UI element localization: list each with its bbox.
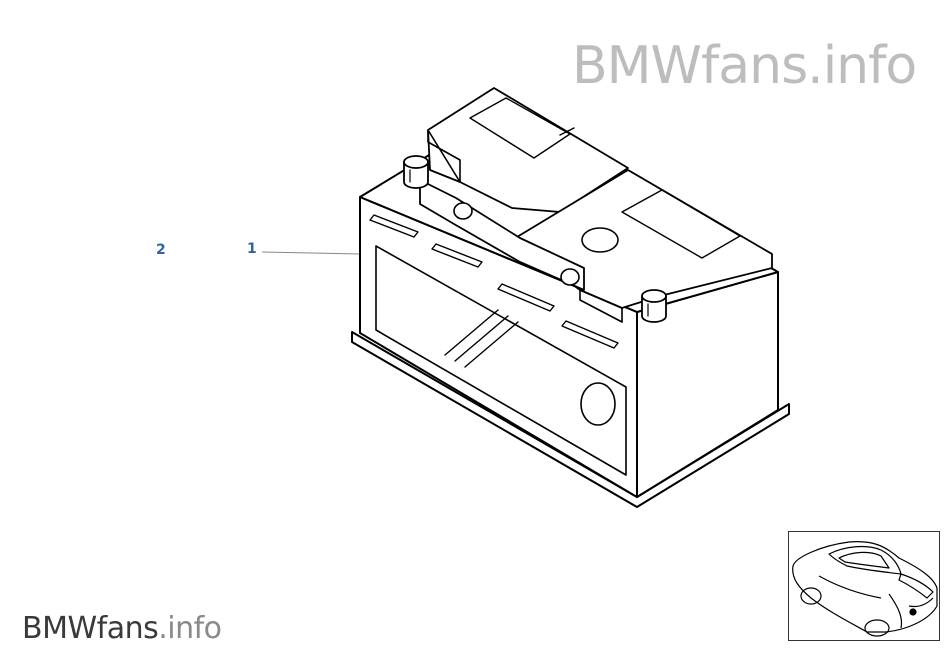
callout-label-2[interactable]: 2: [156, 242, 166, 258]
vent-cap: [581, 227, 619, 253]
strap-bolt-left: [453, 202, 473, 220]
callout-label-1[interactable]: 1: [247, 241, 257, 257]
car-battery-icon: [351, 87, 790, 508]
left-lid-cover: [427, 87, 629, 213]
terminal-post-right: [641, 289, 667, 323]
car-coupe-icon: [792, 541, 938, 637]
front-panel: [375, 245, 627, 476]
car-thumbnail[interactable]: [788, 531, 940, 641]
watermark-top: BMWfans.info: [572, 36, 917, 96]
strap-bolt-right: [560, 268, 580, 286]
watermark-bottom: BMWfans.info: [22, 614, 222, 644]
watermark-bottom-tld: .info: [158, 611, 222, 646]
front-indicator-circle: [580, 382, 616, 426]
terminal-post-left: [403, 155, 429, 189]
watermark-bottom-brand: BMWfans: [22, 611, 159, 646]
callout-leader-line: [261, 251, 361, 255]
